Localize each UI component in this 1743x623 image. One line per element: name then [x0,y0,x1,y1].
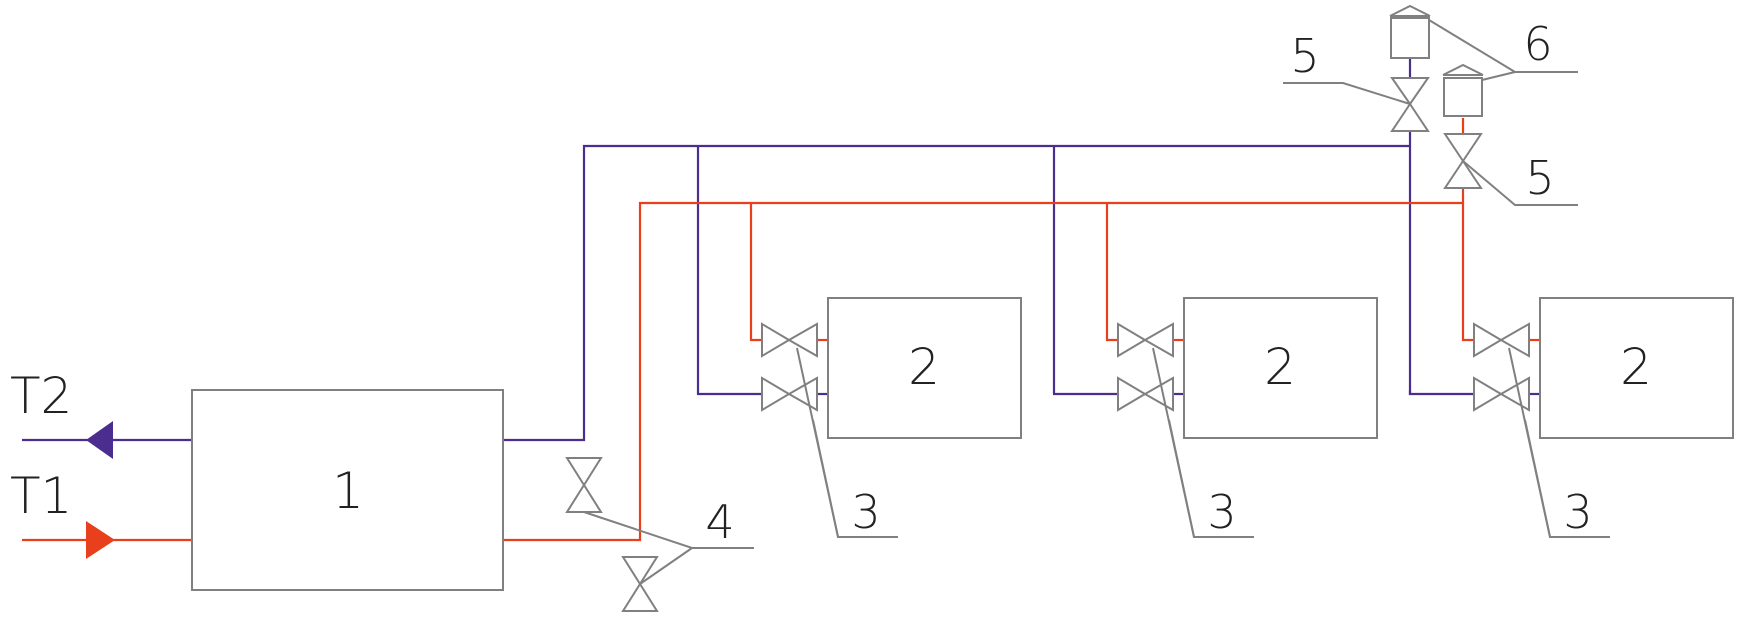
return-branch-3 [1408,390,1474,396]
supply-branch-3 [1461,203,1474,342]
label-callout-5-right: 5 [1525,151,1554,205]
radiator-valves-b-icon [1117,322,1174,412]
label-t2: T2 [10,367,72,425]
supply-piping [22,118,1540,542]
unit-2-box-a [827,297,1022,439]
radiator-valves-a-icon [761,322,818,412]
supply-riser-valve-icon [1443,133,1483,189]
label-callout-6: 6 [1523,17,1552,71]
supply-isolation-valve-icon [621,556,659,612]
label-unit-2-c: 2 [1620,338,1652,396]
unit-2-box-c [1539,297,1734,439]
supply-branch-2 [1105,203,1118,342]
label-callout-3-a: 3 [851,485,880,539]
leader-lines [583,19,1610,585]
supply-main-riser [503,201,1463,542]
supply-inlet-arrow-icon [86,521,115,559]
return-outlet-arrow-icon [86,421,113,459]
air-vent-return-icon [1389,4,1431,59]
unit-2-box-b [1183,297,1378,439]
return-isolation-valve-icon [565,457,603,513]
label-unit-2-b: 2 [1264,338,1296,396]
label-t1: T1 [10,467,72,525]
unit-1-box [191,389,504,591]
return-piping [22,18,1540,442]
return-branch-1 [696,146,762,396]
label-callout-3-c: 3 [1563,485,1592,539]
return-branch-2 [1052,146,1118,396]
label-callout-4: 4 [705,495,734,549]
return-riser-valve-icon [1390,77,1430,132]
air-vent-supply-icon [1442,63,1484,117]
label-unit-1: 1 [332,462,364,520]
supply-branch-1 [749,203,762,342]
label-unit-2-a: 2 [908,338,940,396]
radiator-valves-c-icon [1473,322,1530,412]
label-callout-5-top: 5 [1290,29,1319,83]
label-callout-3-b: 3 [1207,485,1236,539]
return-main-riser [503,144,1410,442]
